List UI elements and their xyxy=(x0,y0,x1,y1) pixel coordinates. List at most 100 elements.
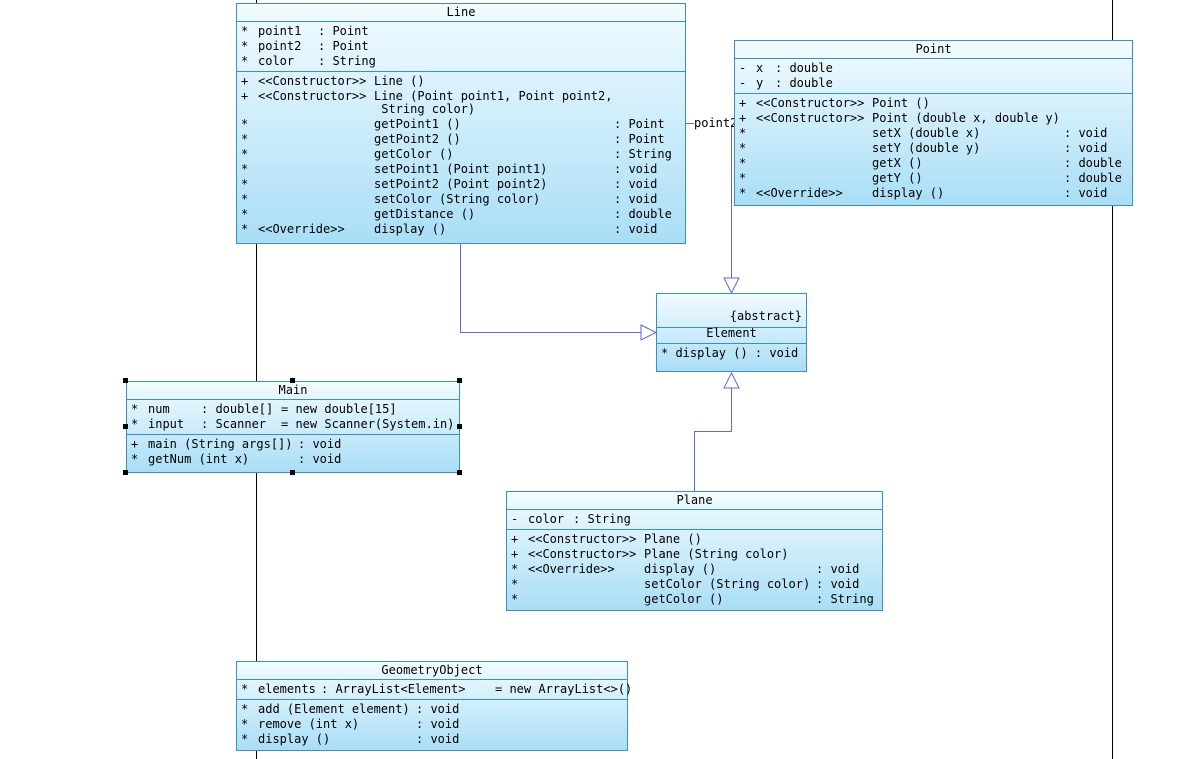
class-point[interactable]: Point -x: double -y: double +<<Construct… xyxy=(734,40,1133,206)
operation-row: *setColor (String color): void xyxy=(511,577,878,592)
operation-signature: setColor (String color) xyxy=(374,192,541,206)
operation-row: *display (): void xyxy=(241,732,623,747)
stereotype: <<Constructor>> xyxy=(528,547,637,561)
operation-row: * setPoint2 (Point point2) : void xyxy=(241,177,681,192)
attribute-row: *point1: Point xyxy=(241,24,681,39)
operations-compartment: *add (Element element): void *remove (in… xyxy=(237,700,627,749)
point-generalization-arrowhead xyxy=(723,277,740,295)
operation-signature: getPoint2 () xyxy=(374,132,461,146)
visibility: * xyxy=(241,732,249,746)
selection-handle-middle-left[interactable] xyxy=(123,424,128,429)
operations-compartment: +main (String args[]): void *getNum (int… xyxy=(127,435,459,469)
visibility: * xyxy=(241,39,249,53)
visibility: * xyxy=(511,592,519,606)
selection-handle-middle-right[interactable] xyxy=(457,424,462,429)
attribute-name: x xyxy=(756,61,764,75)
class-line[interactable]: Line *point1: Point *point2: Point *colo… xyxy=(236,3,686,244)
visibility: * xyxy=(241,147,249,161)
operation-signature: remove (int x) xyxy=(258,717,360,731)
return-type: : void xyxy=(298,437,342,451)
class-name: Plane xyxy=(507,492,882,510)
operation-row: *setColor (String color): void xyxy=(241,192,681,207)
class-name: Line xyxy=(237,4,685,22)
visibility: * xyxy=(241,177,249,191)
operation-row: +<<Constructor>>Line () xyxy=(241,74,681,89)
visibility: * xyxy=(241,702,249,716)
visibility: * xyxy=(241,222,249,236)
operation-signature: Plane () xyxy=(644,532,702,546)
visibility: * xyxy=(241,54,249,68)
visibility: - xyxy=(511,512,519,526)
visibility: + xyxy=(241,74,249,88)
return-type: : void xyxy=(416,702,460,716)
attribute-type: : double xyxy=(775,61,833,75)
operation-row: *getColor (): String xyxy=(511,592,878,607)
visibility: + xyxy=(739,96,747,110)
operation-row: *getPoint2 (): Point xyxy=(241,132,681,147)
operations-compartment: +<<Constructor>>Point () + <<Constructor>… xyxy=(735,94,1132,203)
attribute-row: -y: double xyxy=(739,76,1128,91)
stereotype: <<Constructor>> xyxy=(756,111,865,125)
class-plane[interactable]: Plane -color: String + <<Constructor>> Pla… xyxy=(506,491,883,611)
operation-signature: Line (Point point1, Point point2, String… xyxy=(374,89,613,116)
operation-signature: setColor (String color) xyxy=(644,577,811,591)
selection-handle-top-left[interactable] xyxy=(123,378,128,383)
operation-row: *getColor (): String xyxy=(241,147,681,162)
attributes-compartment: *elements: ArrayList<Element>= new Array… xyxy=(237,680,632,700)
operation-row: *<<Override>>display (): void xyxy=(241,222,681,237)
operation-row: +<<Constructor>>Point () xyxy=(739,96,1128,111)
attributes-compartment xyxy=(657,328,806,344)
operation-signature: Plane (String color) xyxy=(644,547,789,561)
operation-signature: display () xyxy=(644,562,717,576)
selection-handle-bottom-left[interactable] xyxy=(123,470,128,475)
operation-row: *setX (double x): void xyxy=(739,126,1128,141)
attribute-name: elements xyxy=(258,682,316,696)
visibility: - xyxy=(739,76,747,90)
stereotype: <<Constructor>> xyxy=(258,74,367,88)
attribute-type: : double[] xyxy=(201,402,274,416)
class-name: Main xyxy=(127,382,459,400)
selection-handle-top-center[interactable] xyxy=(290,378,295,383)
operation-signature: getPoint1 () xyxy=(374,117,461,131)
attribute-name: input xyxy=(148,417,185,431)
operation-row: *getNum (int x): void xyxy=(131,452,455,467)
visibility: * xyxy=(241,207,249,221)
attribute-row: *color: String xyxy=(241,54,681,69)
operation-row: +main (String args[]): void xyxy=(131,437,455,452)
operation-row: *getDistance (): double xyxy=(241,207,681,222)
selection-handle-bottom-right[interactable] xyxy=(457,470,462,475)
selection-handle-top-right[interactable] xyxy=(457,378,462,383)
operation-signature: setPoint1 (Point point1) xyxy=(374,162,548,176)
attribute-row: *elements: ArrayList<Element>= new Array… xyxy=(241,682,632,697)
attributes-compartment: -color: String xyxy=(507,510,882,530)
plane-generalization-connector xyxy=(694,388,732,491)
class-element[interactable]: Element {abstract} * display () : void xyxy=(656,293,807,372)
return-type: : void xyxy=(1064,186,1108,200)
class-main[interactable]: Main *num: double[]= new double[15] *inp… xyxy=(126,381,460,473)
attribute-name: point1 xyxy=(258,24,302,38)
class-name: Point xyxy=(735,41,1132,59)
return-type: : void xyxy=(1064,141,1108,155)
line-generalization-connector xyxy=(460,244,641,333)
visibility: * xyxy=(511,562,519,576)
selection-handle-bottom-center[interactable] xyxy=(290,470,295,475)
return-type: : void xyxy=(816,562,860,576)
stereotype: <<Override>> xyxy=(756,186,843,200)
visibility: + xyxy=(511,547,519,561)
return-type: : void xyxy=(298,452,342,466)
abstract-stereotype: {abstract} xyxy=(729,309,802,323)
visibility: * xyxy=(131,417,139,431)
stereotype: <<Constructor>> xyxy=(258,89,367,103)
operations-compartment: +<<Constructor>>Line () +<<Constructor>>… xyxy=(237,72,685,239)
return-type: : void xyxy=(614,177,658,191)
class-geometry-object[interactable]: GeometryObject *elements: ArrayList<Elem… xyxy=(236,661,632,751)
operation-signature: main (String args[]) xyxy=(148,437,293,451)
return-type: : void xyxy=(416,717,460,731)
return-type: : void xyxy=(614,162,658,176)
visibility: * xyxy=(241,682,249,696)
operation-row: *setY (double y): void xyxy=(739,141,1128,156)
visibility: + xyxy=(241,89,249,103)
operation-signature: setPoint2 (Point point2) xyxy=(374,177,548,191)
operation-row: * display () : void xyxy=(661,346,799,360)
